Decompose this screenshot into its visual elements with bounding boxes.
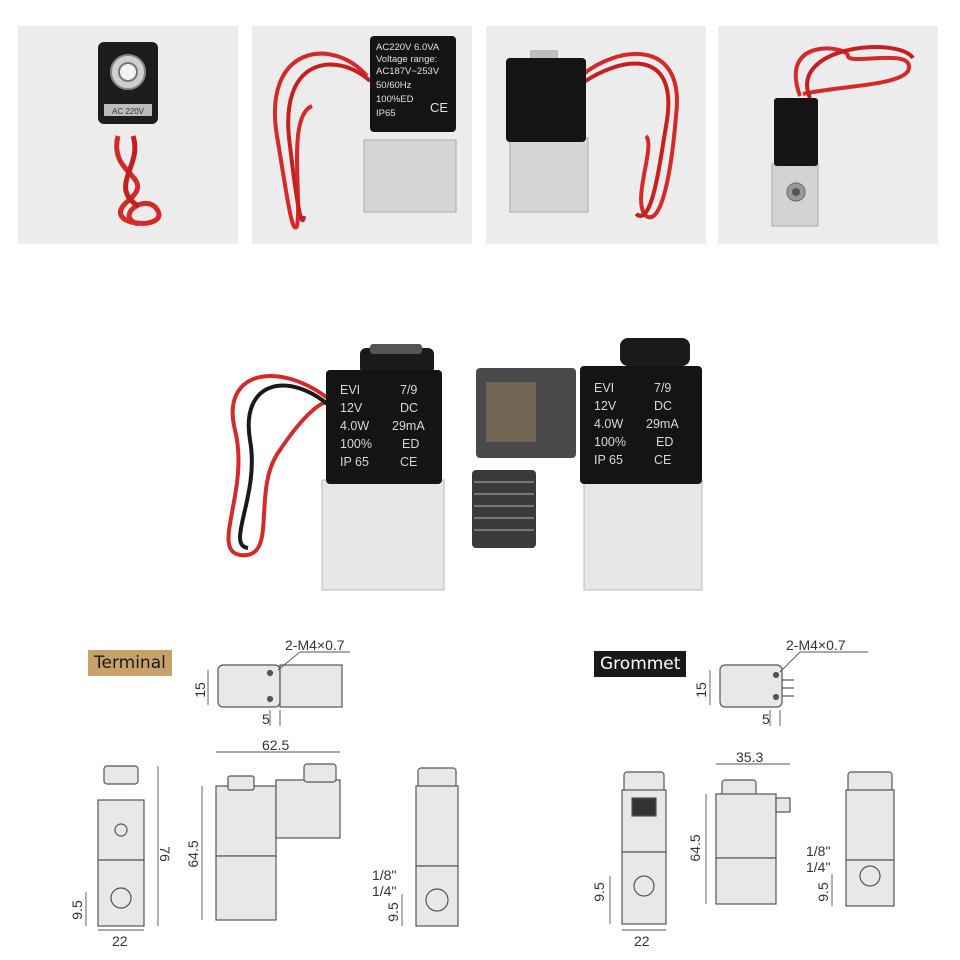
photo-side-label: AC220V 6.0VA Voltage range: AC187V~253V … <box>252 26 472 244</box>
svg-text:Voltage range:: Voltage range: <box>376 54 437 65</box>
svg-text:100%ED: 100%ED <box>376 94 414 105</box>
svg-text:AC220V 6.0VA: AC220V 6.0VA <box>376 42 440 53</box>
svg-text:DC: DC <box>654 399 672 413</box>
svg-text:IP 65: IP 65 <box>594 453 623 467</box>
svg-text:CE: CE <box>654 453 671 467</box>
svg-text:7/9: 7/9 <box>400 383 417 397</box>
right-coil-label: EVI 7/9 12V DC 4.0W 29mA 100% ED IP 65 C… <box>594 381 679 467</box>
svg-text:100%: 100% <box>594 435 626 449</box>
grommet-badge: Grommet <box>594 651 687 677</box>
svg-text:IP 65: IP 65 <box>340 455 369 469</box>
svg-text:AC187V~253V: AC187V~253V <box>376 66 440 77</box>
terminal-dim-64-5: 64.5 <box>185 840 201 867</box>
svg-text:50/60Hz: 50/60Hz <box>376 80 412 91</box>
photo-side-view <box>486 26 706 244</box>
grommet-dim-15: 15 <box>693 682 709 698</box>
grommet-dim-5: 5 <box>762 711 770 727</box>
svg-text:IP65: IP65 <box>376 108 396 119</box>
svg-text:ED: ED <box>656 435 673 449</box>
coil-voltage-label: AC 220V <box>112 107 145 116</box>
terminal-dim-5: 5 <box>262 711 270 727</box>
terminal-port-1-4: 1/4" <box>372 883 396 899</box>
photo-port-view <box>718 26 938 244</box>
svg-text:7/9: 7/9 <box>654 381 671 395</box>
terminal-badge: Terminal <box>88 650 172 676</box>
coil-spec-label: AC220V 6.0VA Voltage range: AC187V~253V … <box>376 42 448 119</box>
grommet-dim-9-5-side: 9.5 <box>815 882 831 902</box>
svg-text:CE: CE <box>400 455 417 469</box>
terminal-dim-22: 22 <box>112 933 128 949</box>
photo-top-view: AC 220V <box>18 26 238 244</box>
svg-text:29mA: 29mA <box>646 417 679 431</box>
terminal-dim-15: 15 <box>192 682 208 698</box>
svg-text:29mA: 29mA <box>392 419 425 433</box>
grommet-dim-22: 22 <box>634 933 650 949</box>
terminal-port-1-8: 1/8" <box>372 867 396 883</box>
terminal-dim-9-5-front: 9.5 <box>69 900 85 920</box>
grommet-port-1-4: 1/4" <box>806 859 830 875</box>
svg-text:12V: 12V <box>594 399 617 413</box>
svg-text:CE: CE <box>430 100 448 115</box>
terminal-dim-9-5-side: 9.5 <box>385 902 401 922</box>
svg-text:4.0W: 4.0W <box>340 419 369 433</box>
svg-text:EVI: EVI <box>340 383 360 397</box>
svg-text:EVI: EVI <box>594 381 614 395</box>
svg-text:4.0W: 4.0W <box>594 417 623 431</box>
terminal-dim-76: 76 <box>157 846 173 862</box>
grommet-thread-label: 2-M4×0.7 <box>786 637 846 653</box>
svg-text:100%: 100% <box>340 437 372 451</box>
grommet-dim-64-5: 64.5 <box>687 834 703 861</box>
grommet-dim-35-3: 35.3 <box>736 749 763 765</box>
photo-valves-main: EVI 7/9 12V DC 4.0W 29mA 100% ED IP 65 C… <box>190 330 710 595</box>
terminal-dim-62-5: 62.5 <box>262 737 289 753</box>
svg-text:12V: 12V <box>340 401 363 415</box>
terminal-thread-label: 2-M4×0.7 <box>285 637 345 653</box>
left-coil-label: EVI 7/9 12V DC 4.0W 29mA 100% ED IP 65 C… <box>340 383 425 469</box>
grommet-port-1-8: 1/8" <box>806 843 830 859</box>
svg-text:ED: ED <box>402 437 419 451</box>
grommet-dim-9-5-front: 9.5 <box>591 882 607 902</box>
svg-text:DC: DC <box>400 401 418 415</box>
dimension-drawings: 2-M4×0.7 15 5 62.5 76 64.5 9.5 22 1/8" 1… <box>69 637 895 949</box>
